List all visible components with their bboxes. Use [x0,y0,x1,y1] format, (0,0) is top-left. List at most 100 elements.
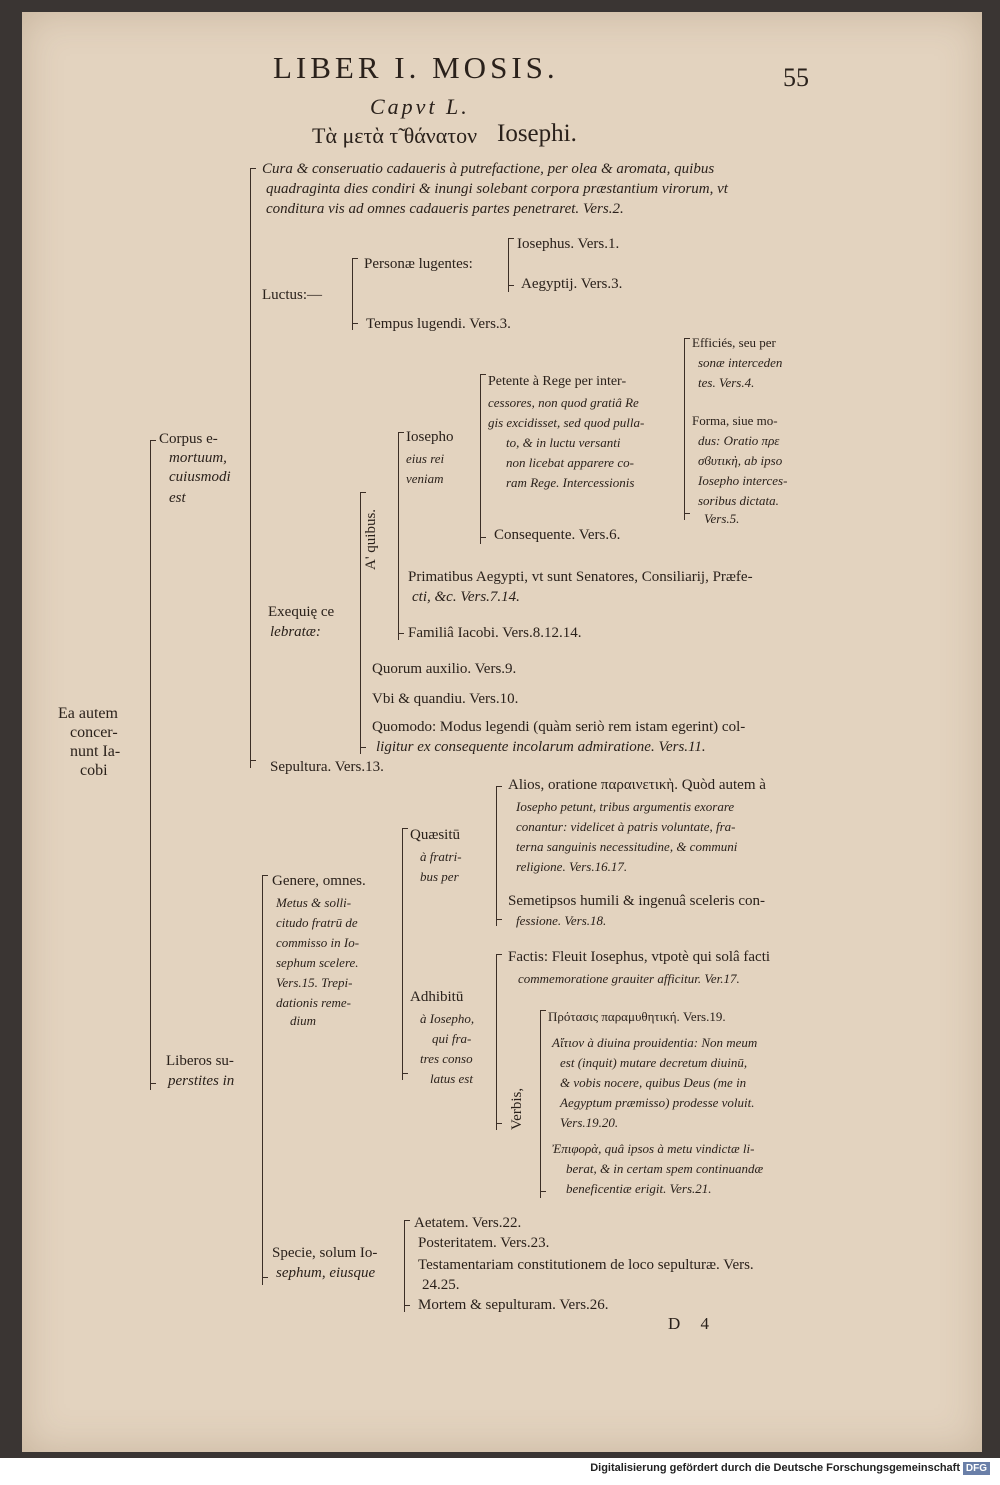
quaesitu-label: bus per [420,869,459,884]
testamentariam-entry: 24.25. [422,1277,460,1293]
protasis-text: Πρότασις παραμυθητική. Vers.19. [548,1009,726,1024]
epiphora-text: berat, & in certam spem continuandæ [566,1161,764,1176]
corpus-label: Corpus e- [159,431,218,447]
petente-text: gis excidisset, sed quod pulla- [488,415,645,430]
page-number: 55 [783,63,809,92]
chapter-heading: Capvt L. [370,94,470,119]
verbis-label: Verbis, [509,1087,525,1130]
alios-text: Iosepho petunt, tribus argumentis exorar… [516,799,735,814]
dfg-logo: DFG [962,1462,990,1475]
alios-text: religione. Vers.16.17. [516,859,628,874]
forma-text: Forma, siue mo- [692,413,778,428]
aition-text: Vers.19.20. [560,1115,619,1130]
factis-text: commemoratione grauiter afficitur. Ver.1… [518,971,740,986]
forma-text: soribus dictata. [698,493,779,508]
consequente-entry: Consequente. Vers.6. [494,527,621,543]
liberos-label: perstites in [168,1073,235,1089]
alios-text: Alios, oratione παραινετικὴ. Quòd autem … [508,777,766,793]
exequiae-label: Exequię ce [268,604,335,620]
liberos-brace [262,875,263,1285]
semetipsos-text: fessione. Vers.18. [516,913,607,928]
iosepho-label: Iosepho [406,429,454,445]
personae-label: Personæ lugentes: [364,256,473,272]
cura-text: quadraginta dies condiri & inungi soleba… [266,181,728,197]
iosephus-entry: Iosephus. Vers.1. [517,236,620,252]
efficies-text: tes. Vers.4. [698,375,755,390]
efficies-text: sonæ interceden [698,355,783,370]
chapter-subtitle-greek: Τὰ μετὰ τ̃ θάνατον [312,123,478,148]
petente-text: cessores, non quod gratiâ Re [488,395,639,410]
liberos-label: Liberos su- [166,1053,234,1069]
corpus-label: mortuum, [169,450,227,466]
exequiae-label: lebratæ: [270,624,321,640]
forma-text: dus: Oratio πρε [698,433,780,448]
genere-text: dium [290,1013,316,1028]
cura-text: Cura & conseruatio cadaueris à putrefact… [262,161,715,177]
genere-text: citudo fratrū de [276,915,358,930]
root-brace [150,440,151,1090]
forma-text: Iosepho interces- [698,473,788,488]
aition-text: Αἴτιον à diuina prouidentia: Non meum [552,1035,758,1050]
aition-text: est (inquit) mutare decretum diuinū, [560,1055,748,1070]
luctus-label: Luctus:— [262,287,322,303]
root-label-line: concer- [70,724,118,741]
efficies-text: Efficiés, seu per [692,335,776,350]
mortem-entry: Mortem & sepulturam. Vers.26. [418,1297,609,1313]
genere-text: Metus & solli- [276,895,352,910]
chapter-subtitle-latin: Iosephi. [497,120,577,147]
running-title: LIBER I. MOSIS. [273,50,559,85]
specie-label: sephum, eiusque [276,1265,376,1281]
genere-text: sephum scelere. [276,955,359,970]
adhibitu-label: latus est [430,1071,473,1086]
quomodo-entry: ligitur ex consequente incolarum admirat… [376,739,706,755]
signature-mark: D 4 [668,1314,718,1333]
epiphora-text: beneficentiæ erigit. Vers.21. [566,1181,712,1196]
petente-text: to, & in luctu versanti [506,435,621,450]
genere-text: dationis reme- [276,995,351,1010]
primatibus-entry: Primatibus Aegypti, vt sunt Senatores, C… [408,569,753,585]
genere-text: Genere, omnes. [272,873,366,889]
a-quibus-label: A' quibus. [363,508,379,570]
corpus-label: est [169,490,186,506]
iosepho-label: eius rei [406,451,445,466]
epiphora-text: Ἐπιφορὰ, quâ ipsos à metu vindictæ li- [552,1141,755,1156]
corpus-brace [250,168,251,768]
vbi-entry: Vbi & quandiu. Vers.10. [372,691,519,707]
aition-text: Aegyptum præmisso) prodesse voluit. [560,1095,755,1110]
tempus-entry: Tempus lugendi. Vers.3. [366,316,511,332]
sepultura-entry: Sepultura. Vers.13. [270,759,384,775]
quaesitu-label: Quæsitū [410,827,461,843]
genere-text: Vers.15. Trepi- [276,975,353,990]
adhibitu-label: tres conso [420,1051,473,1066]
genere-text: commisso in Io- [276,935,360,950]
corpus-label: cuiusmodi [169,469,231,485]
testamentariam-entry: Testamentariam constitutionem de loco se… [418,1257,754,1273]
footer-bar [0,1458,1000,1485]
adhibitu-label: à Iosepho, [420,1011,475,1026]
root-label-line: Ea autem [58,705,118,722]
primatibus-entry: cti, &c. Vers.7.14. [412,589,520,605]
posteritatem-entry: Posteritatem. Vers.23. [418,1235,550,1251]
petente-text: ram Rege. Intercessionis [506,475,635,490]
root-label-line: cobi [80,762,108,779]
specie-label: Specie, solum Io- [272,1245,378,1261]
familia-entry: Familiâ Iacobi. Vers.8.12.14. [408,625,582,641]
aition-text: & vobis nocere, quibus Deus (me in [560,1075,747,1090]
forma-text: Vers.5. [704,511,740,526]
alios-text: conantur: videlicet à patris voluntate, … [516,819,736,834]
footer-credit: Digitalisierung gefördert durch die Deut… [590,1462,960,1474]
petente-text: non licebat apparere co- [506,455,634,470]
quaesitu-label: à fratri- [420,849,462,864]
factis-text: Factis: Fleuit Iosephus, vtpotè qui solâ… [508,949,771,965]
adhibitu-label: qui fra- [432,1031,472,1046]
semetipsos-text: Semetipsos humili & ingenuâ sceleris con… [508,893,766,909]
petente-text: Petente à Rege per inter- [488,374,627,389]
aetatem-entry: Aetatem. Vers.22. [414,1215,522,1231]
quomodo-entry: Quomodo: Modus legendi (quàm seriò rem i… [372,719,746,735]
alios-text: terna sanguinis necessitudine, & communi [516,839,738,854]
book-page [22,12,982,1452]
iosepho-label: veniam [406,471,444,486]
forma-text: σϐυτικὴ, ab ipso [698,453,783,468]
aegyptij-entry: Aegyptij. Vers.3. [521,276,623,292]
cura-text: conditura vis ad omnes cadaueris partes … [266,201,624,217]
